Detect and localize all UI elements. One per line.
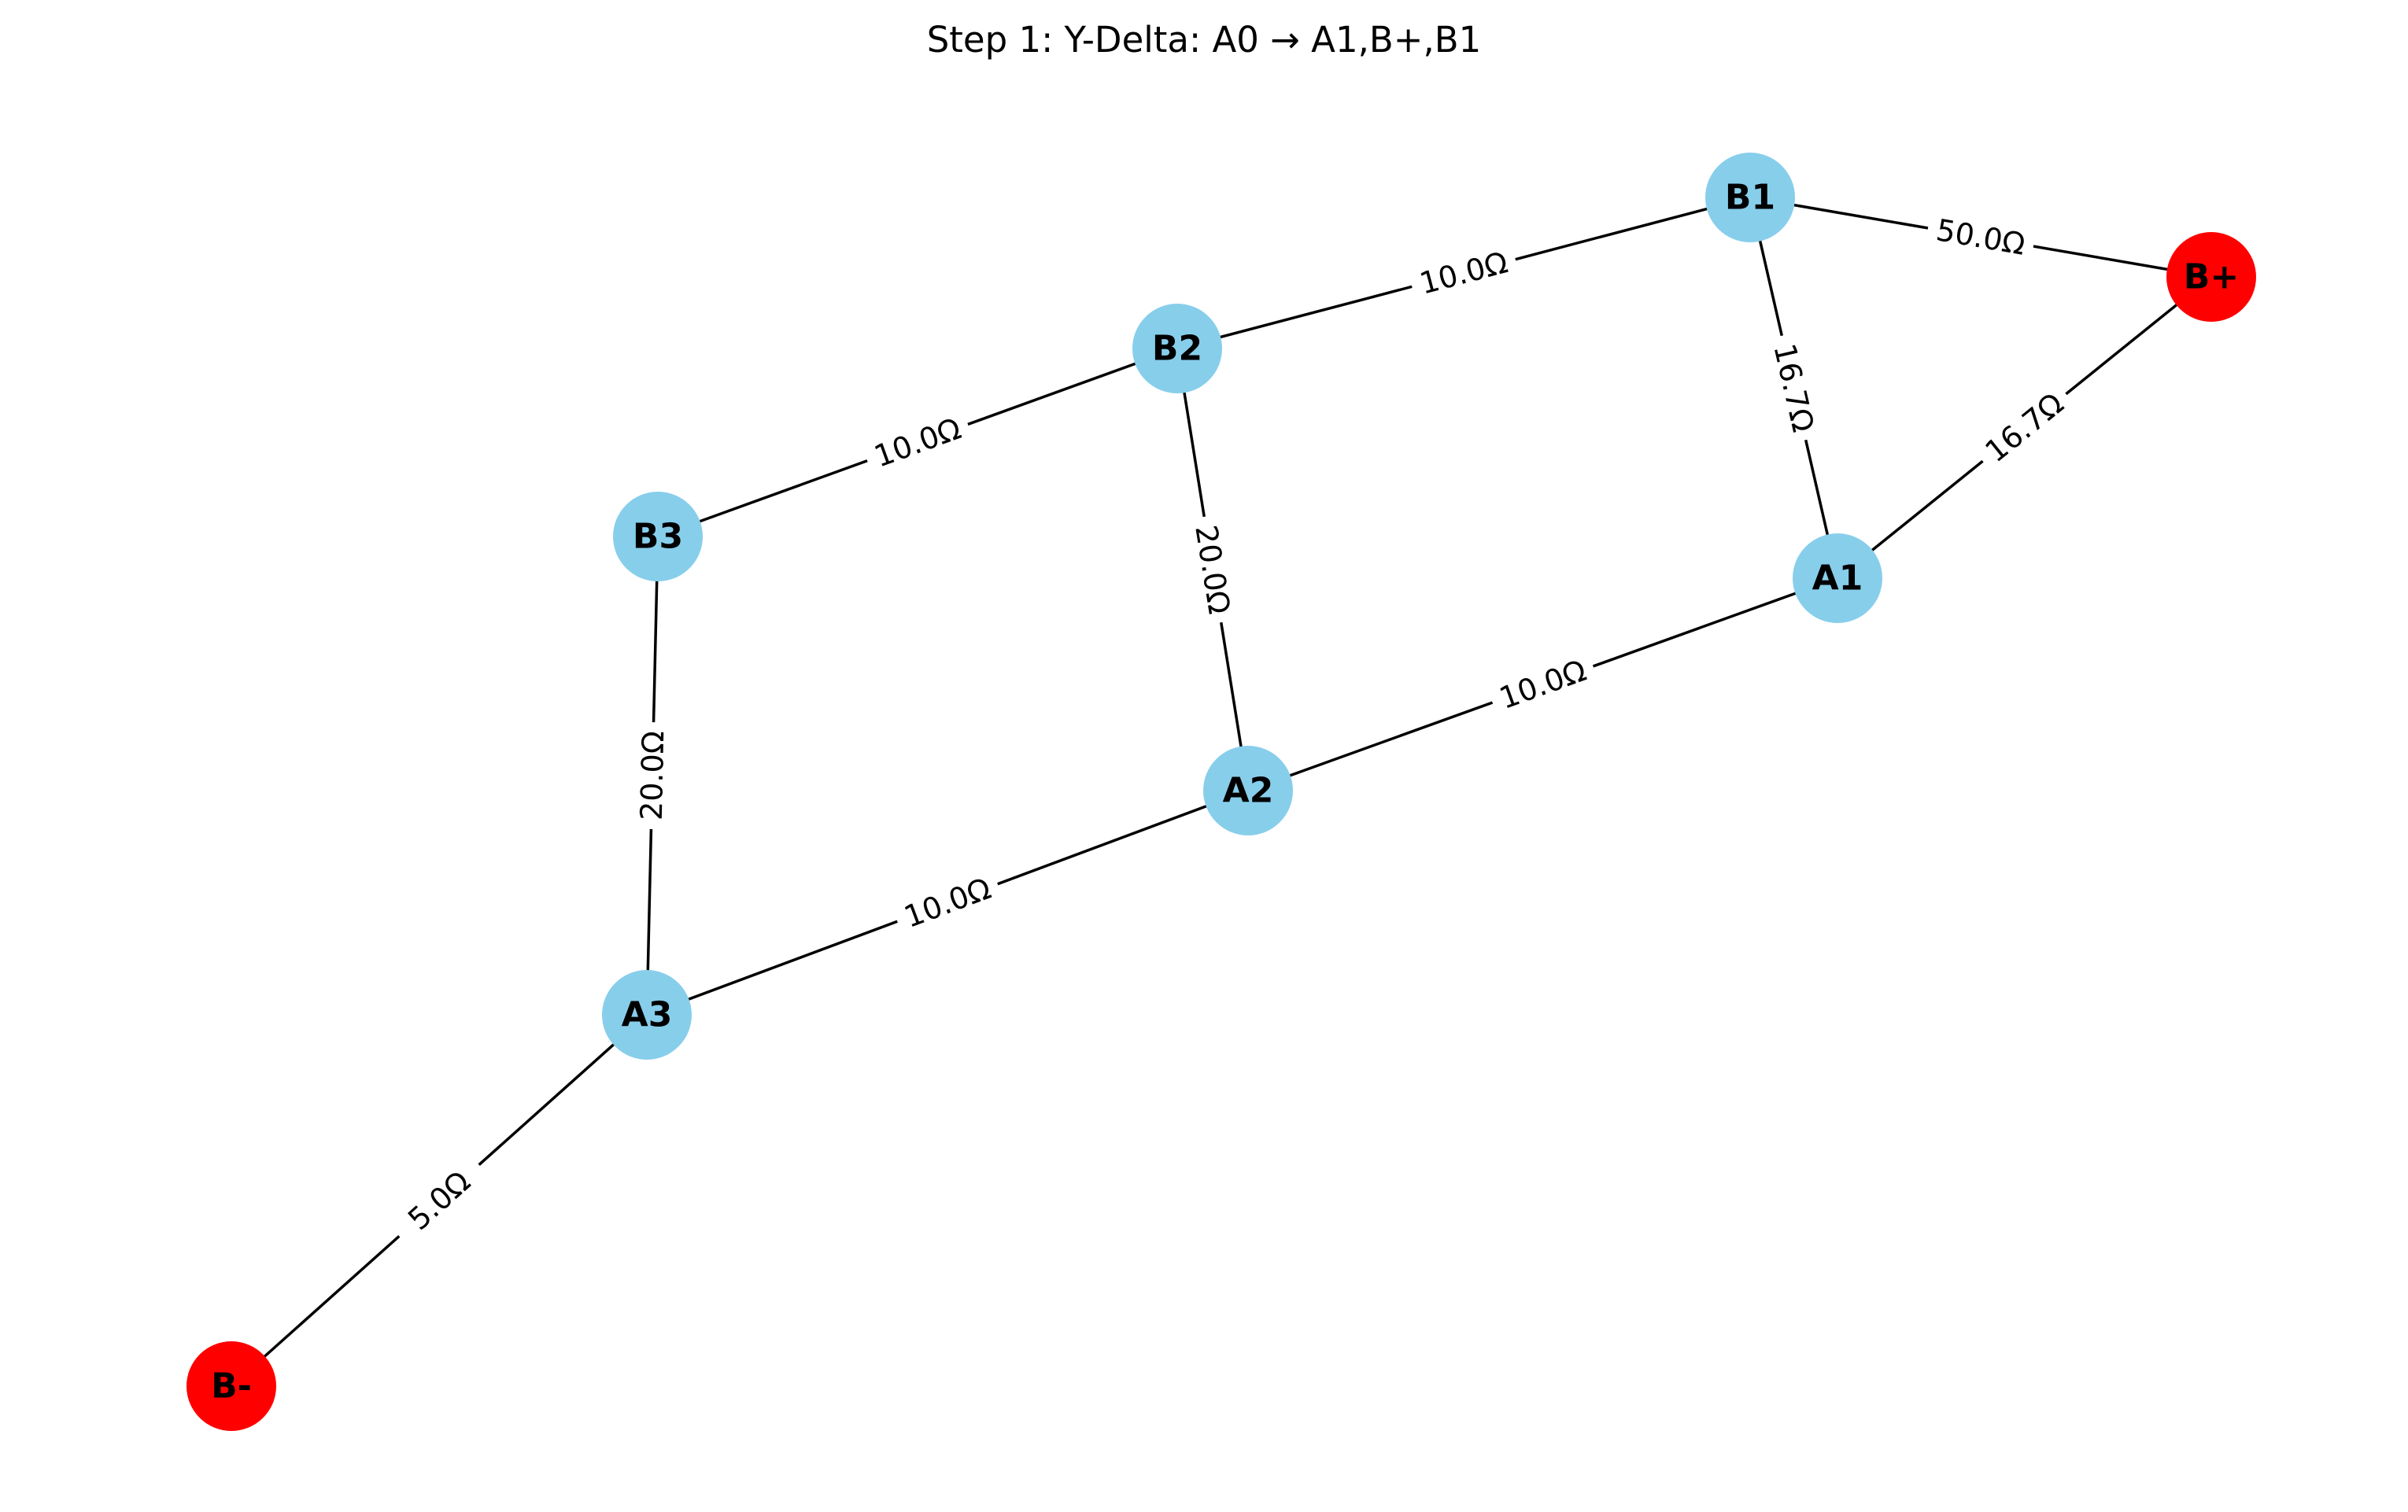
edge-label-group: 10.0Ω	[860, 406, 975, 479]
node-circle	[1793, 533, 1882, 623]
diagram-title: Step 1: Y-Delta: A0 → A1,B+,B1	[927, 19, 1482, 61]
edge-b1-bp: 50.0Ω	[1749, 196, 2212, 278]
edge-label-background	[386, 1150, 492, 1251]
edge-b2-b1: 10.0Ω	[1176, 196, 1751, 350]
node-a1: A1	[1793, 533, 1882, 623]
edge-a1-bp: 16.7Ω	[1836, 275, 2213, 580]
node-label: B2	[1152, 329, 1202, 369]
edge-label-group: 16.7Ω	[1763, 331, 1825, 444]
edge-label-group: 50.0Ω	[1924, 209, 2037, 265]
node-label: A3	[622, 995, 673, 1035]
node-label: B3	[633, 517, 683, 557]
edge-resistance-label: 10.0Ω	[1495, 653, 1591, 716]
edge-a3-a2: 10.0Ω	[646, 789, 1249, 1016]
edge-resistance-label: 16.7Ω	[1978, 386, 2070, 470]
edge-label-background	[632, 721, 673, 830]
node-circle	[2166, 232, 2256, 322]
edge-label-group: 20.0Ω	[1185, 514, 1240, 625]
node-circle	[187, 1341, 276, 1431]
edge-label-background	[860, 406, 975, 479]
edge-b3-b2: 10.0Ω	[657, 347, 1178, 538]
edge-resistance-label: 10.0Ω	[870, 411, 966, 474]
edge-bm-a3: 5.0Ω	[230, 1013, 648, 1388]
edge-b1-a1: 16.7Ω	[1749, 197, 1839, 579]
node-circle	[613, 492, 703, 581]
node-label: A1	[1812, 559, 1863, 599]
edge-label-group: 10.0Ω	[890, 866, 1005, 939]
node-circle	[1132, 304, 1222, 393]
node-circle	[1203, 746, 1293, 835]
edge-label-group: 16.7Ω	[1970, 379, 2078, 476]
node-a2: A2	[1203, 746, 1293, 835]
node-label: A2	[1223, 771, 1274, 811]
edge-label-background	[1407, 241, 1520, 305]
node-circle	[1705, 153, 1795, 242]
edge-label-background	[1763, 331, 1825, 444]
edge-label-background	[1970, 379, 2078, 476]
edge-resistance-label: 10.0Ω	[899, 871, 995, 935]
edge-resistance-label: 10.0Ω	[1416, 245, 1511, 301]
node-label: B1	[1725, 178, 1775, 218]
node-label: B-	[211, 1366, 252, 1407]
node-label: B+	[2184, 257, 2239, 297]
edge-a2-a1: 10.0Ω	[1247, 577, 1838, 792]
edge-resistance-label: 20.0Ω	[1188, 522, 1236, 616]
edge-label-group: 10.0Ω	[1407, 241, 1520, 305]
node-b1: B1	[1705, 153, 1795, 242]
edge-label-background	[890, 866, 1005, 939]
edge-label-background	[1185, 514, 1240, 625]
node-bminus: B-	[187, 1341, 276, 1431]
node-a3: A3	[602, 970, 692, 1060]
edge-resistance-label: 20.0Ω	[634, 731, 671, 821]
node-bplus: B+	[2166, 232, 2256, 322]
edge-label-background	[1486, 648, 1600, 721]
edge-label-group: 20.0Ω	[632, 721, 673, 830]
node-b2: B2	[1132, 304, 1222, 393]
edge-label-group: 10.0Ω	[1486, 648, 1600, 721]
node-circle	[602, 970, 692, 1060]
edge-label-background	[1924, 209, 2037, 265]
edge-resistance-label: 50.0Ω	[1933, 212, 2027, 262]
edge-label-group: 5.0Ω	[386, 1150, 492, 1251]
edge-b2-a2: 20.0Ω	[1176, 348, 1250, 791]
node-b3: B3	[613, 492, 703, 581]
edge-b3-a3: 20.0Ω	[632, 536, 673, 1016]
